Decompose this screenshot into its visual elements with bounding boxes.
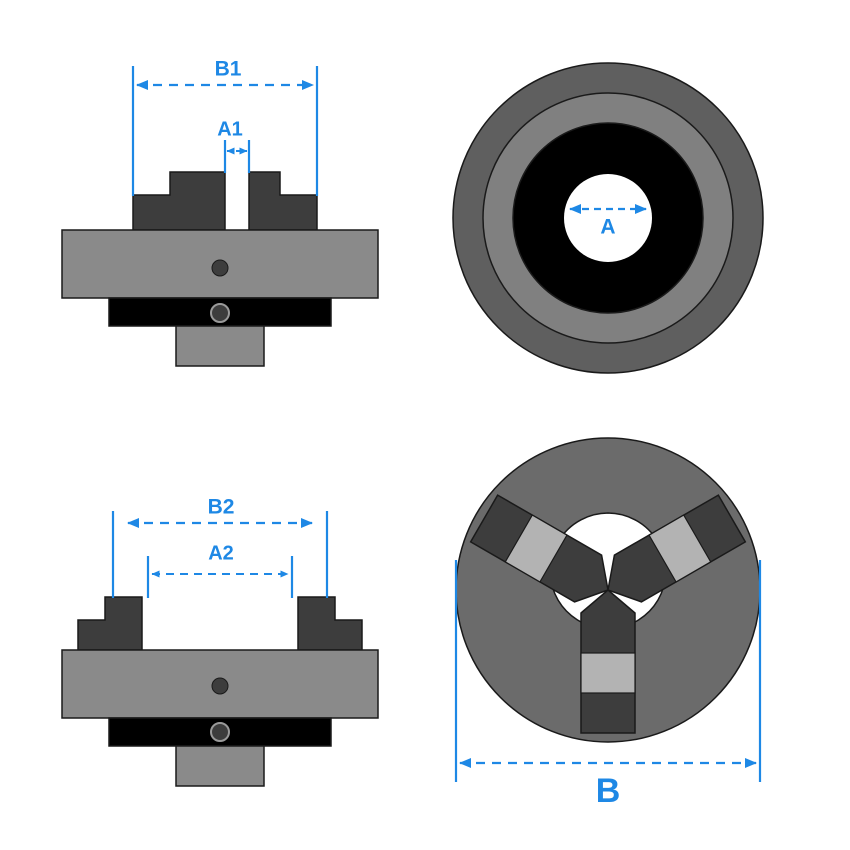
view-top-left-side: B1 A1	[61, 58, 379, 367]
view-bottom-left-side: B2 A2	[61, 496, 379, 787]
mounting-spigot-2	[175, 745, 265, 787]
chuck-jaw-bottom	[580, 589, 636, 734]
mounting-spigot	[175, 325, 265, 367]
body-bolt-hole	[211, 259, 229, 277]
a1-label: A1	[217, 118, 243, 140]
chuck-center-bore	[564, 174, 652, 262]
dimension-a: A	[569, 204, 647, 239]
jaw-left-reversed	[77, 596, 143, 651]
dimension-a1: A1	[217, 118, 251, 173]
jaw-bottom-step	[580, 652, 636, 694]
view-top-right-front: A	[452, 62, 764, 374]
jaw-right-reversed	[297, 596, 363, 651]
b1-label: B1	[215, 58, 242, 81]
dimension-b2: B2	[111, 496, 329, 598]
jaw-right-profile	[248, 171, 318, 231]
body-bolt-hole-2	[211, 677, 229, 695]
backplate-bore-2	[210, 722, 230, 742]
chuck-jaw-upper-right	[607, 494, 747, 603]
jaw-right-standard	[248, 171, 318, 231]
view-bottom-right-chuck-face: B	[454, 437, 762, 810]
b2-label: B2	[208, 496, 235, 519]
backplate-bore	[210, 303, 230, 323]
dimension-b: B	[454, 560, 762, 810]
jaw-upper-right-step	[648, 514, 712, 583]
a2-label: A2	[208, 542, 234, 564]
dimension-b1: B1	[131, 58, 319, 196]
b-label: B	[596, 772, 621, 810]
chuck-jaw-upper-left	[469, 494, 609, 603]
jaw-left-standard	[132, 171, 226, 231]
a-label: A	[600, 216, 615, 239]
jaw-left-profile	[132, 171, 226, 231]
dimension-a2: A2	[146, 542, 294, 598]
jaw-upper-left-step	[504, 514, 568, 583]
jaw-left-profile-reversed	[77, 596, 143, 651]
jaw-right-profile-reversed	[297, 596, 363, 651]
